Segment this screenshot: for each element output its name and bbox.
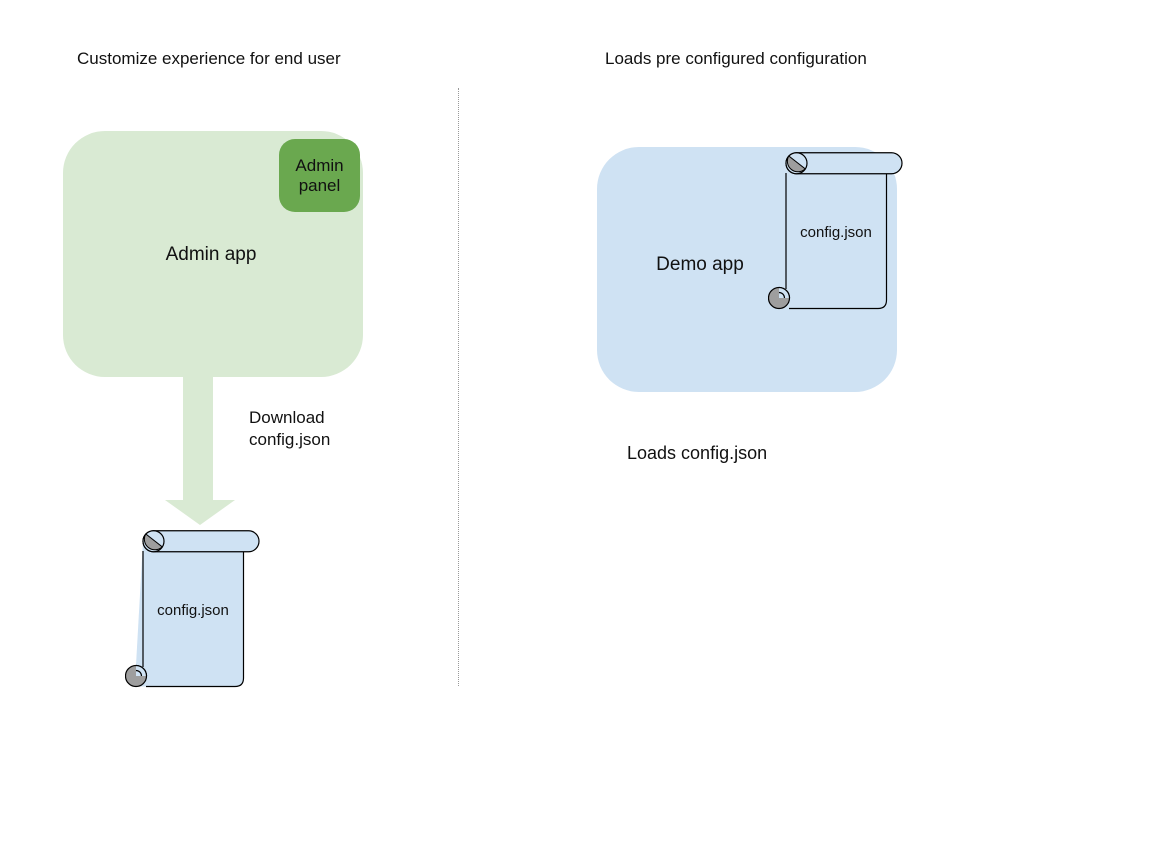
download-arrow-icon [165,377,235,525]
demo-app-label: Demo app [656,254,744,275]
left-section-title: Customize experience for end user [77,49,341,68]
config-json-scroll-right: config.json [767,152,903,310]
scroll-icon [124,530,260,688]
admin-app-box: Admin app Admin panel [63,131,363,377]
config-file-label: config.json [157,602,229,619]
config-json-scroll-left: config.json [124,530,260,688]
admin-panel-box: Admin panel [279,139,360,212]
admin-panel-label: Admin panel [295,155,344,195]
config-file-label: config.json [800,224,872,241]
section-divider [458,88,459,686]
download-caption: Download config.json [249,408,331,449]
loads-config-caption: Loads config.json [627,443,768,463]
right-section-title: Loads pre configured configuration [605,49,867,68]
admin-app-label: Admin app [165,244,257,265]
